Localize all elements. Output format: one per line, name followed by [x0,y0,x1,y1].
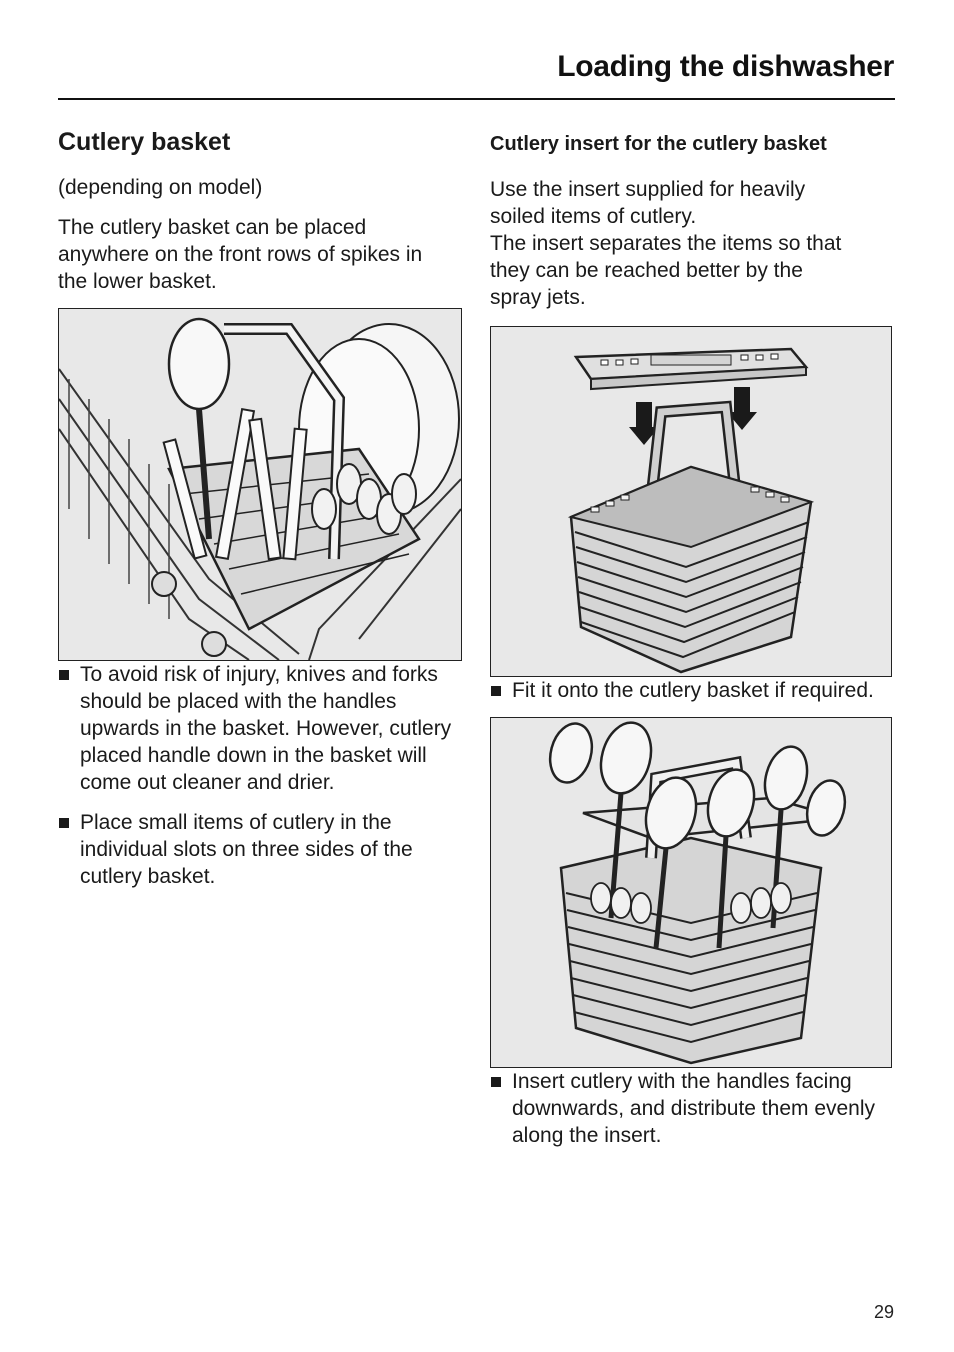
page-number: 29 [873,1302,894,1322]
bullet-square-icon [59,670,69,680]
header-rule [58,98,895,100]
illustration-insert-above-basket [490,326,892,677]
illustration-cutlery-in-insert [490,717,892,1068]
section-heading-cutlery-insert: Cutlery insert for the cutlery basket [490,133,827,155]
list-item: Fit it onto the cutlery basket if requir… [490,677,894,704]
right-bullet-list-fit: Fit it onto the cutlery basket if requir… [490,677,894,704]
model-note: (depending on model) [58,176,263,199]
intro-paragraph: The cutlery basket can be placed anywher… [58,216,423,293]
section-heading-cutlery-basket: Cutlery basket [58,128,231,156]
list-item: Place small items of cutlery in the indi… [58,809,462,890]
right-column: Cutlery insert for the cutlery basket Us… [490,125,894,1162]
left-column: Cutlery basket (depending on model) The … [58,125,462,903]
bullet-square-icon [491,1077,501,1087]
bullet-square-icon [59,818,69,828]
insert-paragraph: Use the insert supplied for heavily soil… [490,178,842,309]
page-title: Loading the dishwasher [557,50,894,83]
left-bullet-list: To avoid risk of injury, knives and fork… [58,661,462,890]
list-item: To avoid risk of injury, knives and fork… [58,661,462,796]
right-bullet-list-insert: Insert cutlery with the handles facing d… [490,1068,894,1149]
bullet-square-icon [491,686,501,696]
list-item: Insert cutlery with the handles facing d… [490,1068,894,1149]
illustration-cutlery-basket-in-lower-basket [58,308,462,661]
